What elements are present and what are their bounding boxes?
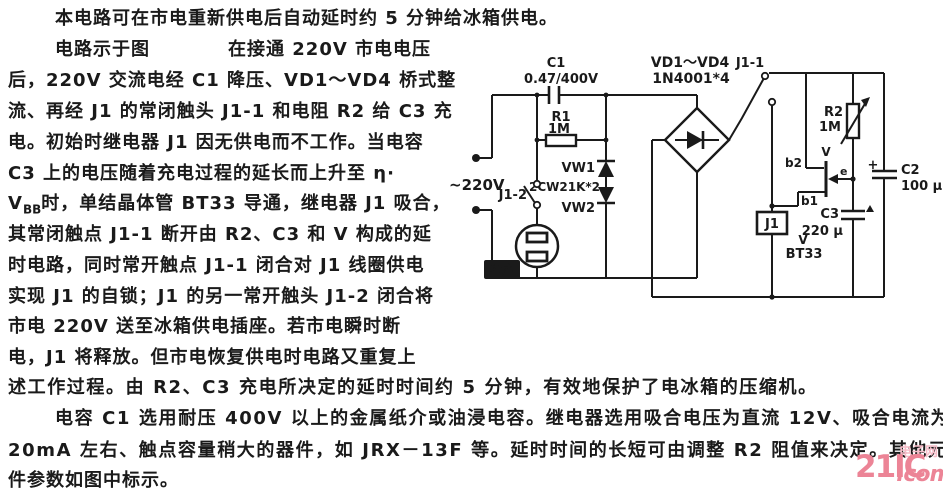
c3-value-label: 220 μ [802,224,844,239]
c2-plus-mark: + [868,158,879,173]
capacitor-c3 [841,209,865,221]
text-line-5: 电。初始时继电器 J1 因无供电而不工作。当电容 [8,132,424,153]
j12-contact-top [532,179,542,189]
zener-vw2 [598,187,614,203]
watermark-21ic: 电子网 21IC .com [855,441,943,494]
text-line-2b: 在接通 220V 市电电压 [228,39,432,60]
mains-voltage-label: ~220V [449,176,505,194]
capacitor-c2 [872,169,897,180]
text-line-7-rest: 时，单结晶体管 BT33 导通，继电器 J1 吸合， [41,193,451,214]
socket-label-bg [484,260,520,279]
r2-ref-label: R2 [824,105,843,120]
c2-ref-label: C2 [901,163,920,178]
text-line-4: 流、再经 J1 的常闭触头 J1-1 和电阻 R2 给 C3 充 [8,101,453,122]
ujt-prefix-label: V [798,233,808,247]
bridge-ref-label: VD1～VD4 [651,55,730,71]
ujt-emitter-arrow [828,174,838,184]
vw2-ref-label: VW2 [562,201,595,216]
text-line-1: 本电路可在市电重新供电后自动延时约 5 分钟给冰箱供电。 [55,8,559,29]
ujt-b2-label: b2 [785,156,802,170]
text-line-7: VBB时，单结晶体管 BT33 导通，继电器 J1 吸合， [8,193,451,221]
bridge-diode [687,131,703,149]
ujt-b1-label: b1 [801,194,818,208]
relay-coil-label: J1 [764,217,779,232]
c1-value-label: 0.47/400V [524,72,598,87]
r1-ref-label: R1 [551,110,570,125]
socket-slot-bottom [525,250,549,263]
text-line-16: 件参数如图中标示。 [8,470,179,491]
socket-label: 插座 [490,262,514,277]
vbb-subscript: BB [22,202,42,217]
vbb-symbol: V [8,193,23,214]
junction-dots [534,92,856,300]
mains-terminal-top [472,154,480,162]
resistor-r2 [845,102,861,140]
bridge-rectifier [663,106,731,174]
relay-coil-j1 [755,210,789,236]
r2-arrowhead [861,97,870,107]
watermark-brand: 21IC [855,449,926,485]
mains-terminal-bottom [472,206,480,214]
text-line-10: 实现 J1 的自锁；J1 的另一常开触头 J1-2 闭合将 [8,286,434,307]
j11-label: J1-1 [735,56,764,71]
ujt-e-label: e [840,165,847,178]
text-line-11: 市电 220V 送至冰箱供电插座。若市电瞬时断 [8,316,402,337]
vw-value-label: 2CW21K*2 [529,180,600,194]
c2-value-label: 100 μ [901,179,943,194]
watermark-suffix: .com [896,462,943,487]
j11-contact-nc [760,71,770,81]
r2-wiper-arrow [840,101,867,145]
text-line-12: 电，J1 将释放。但市电恢复供电时电路又重复上 [8,347,417,368]
vw1-ref-label: VW1 [562,161,595,176]
text-line-8: 其常闭触点 J1-1 断开由 R2、C3 和 V 构成的延 [8,224,432,245]
j12-label: J1-2 [498,188,527,203]
c1-ref-label: C1 [547,56,566,71]
watermark-cn-text: 电子网 [899,445,939,460]
j11-contact-no [767,97,777,107]
zener-vw1 [598,161,614,177]
text-line-2a: 电路示于图 [55,39,150,60]
text-line-6: C3 上的电压随着充电过程的延长而上升至 η· [8,163,395,184]
r2-value-label: 1M [819,120,841,135]
capacitor-c1 [547,86,561,104]
text-line-14: 电容 C1 选用耐压 400V 以上的金属纸介或油浸电容。继电器选用吸合电压为直… [55,408,943,429]
text-line-15: 20mA 左右、触点容量稍大的器件，如 JRX－13F 等。延时时间的长短可由调… [8,440,943,461]
socket-slot-top [525,231,549,244]
text-line-9: 时电路，同时常开触点 J1-1 闭合对 J1 线圈供电 [8,255,425,276]
resistor-r1 [544,133,578,148]
text-line-13: 述工作过程。由 R2、C3 充电所决定的延时时间约 5 分钟，有效地保护了电冰箱… [8,377,818,398]
ujt-type-label: BT33 [786,247,823,262]
c3-polarity-mark [866,205,874,212]
ujt-v-label: V [821,145,831,159]
j12-switch-arm [523,185,536,204]
r1-value-label: 1M [548,122,570,137]
c3-ref-label: C3 [820,207,839,222]
bridge-value-label: 1N4001*4 [652,71,730,87]
text-line-3: 后，220V 交流电经 C1 降压、VD1～VD4 桥式整 [8,70,457,91]
j12-contact-bottom [532,200,542,210]
circuit-schematic: ~220V C1 0.47/400V R1 1M VW1 2CW21K*2 VW… [449,55,943,300]
